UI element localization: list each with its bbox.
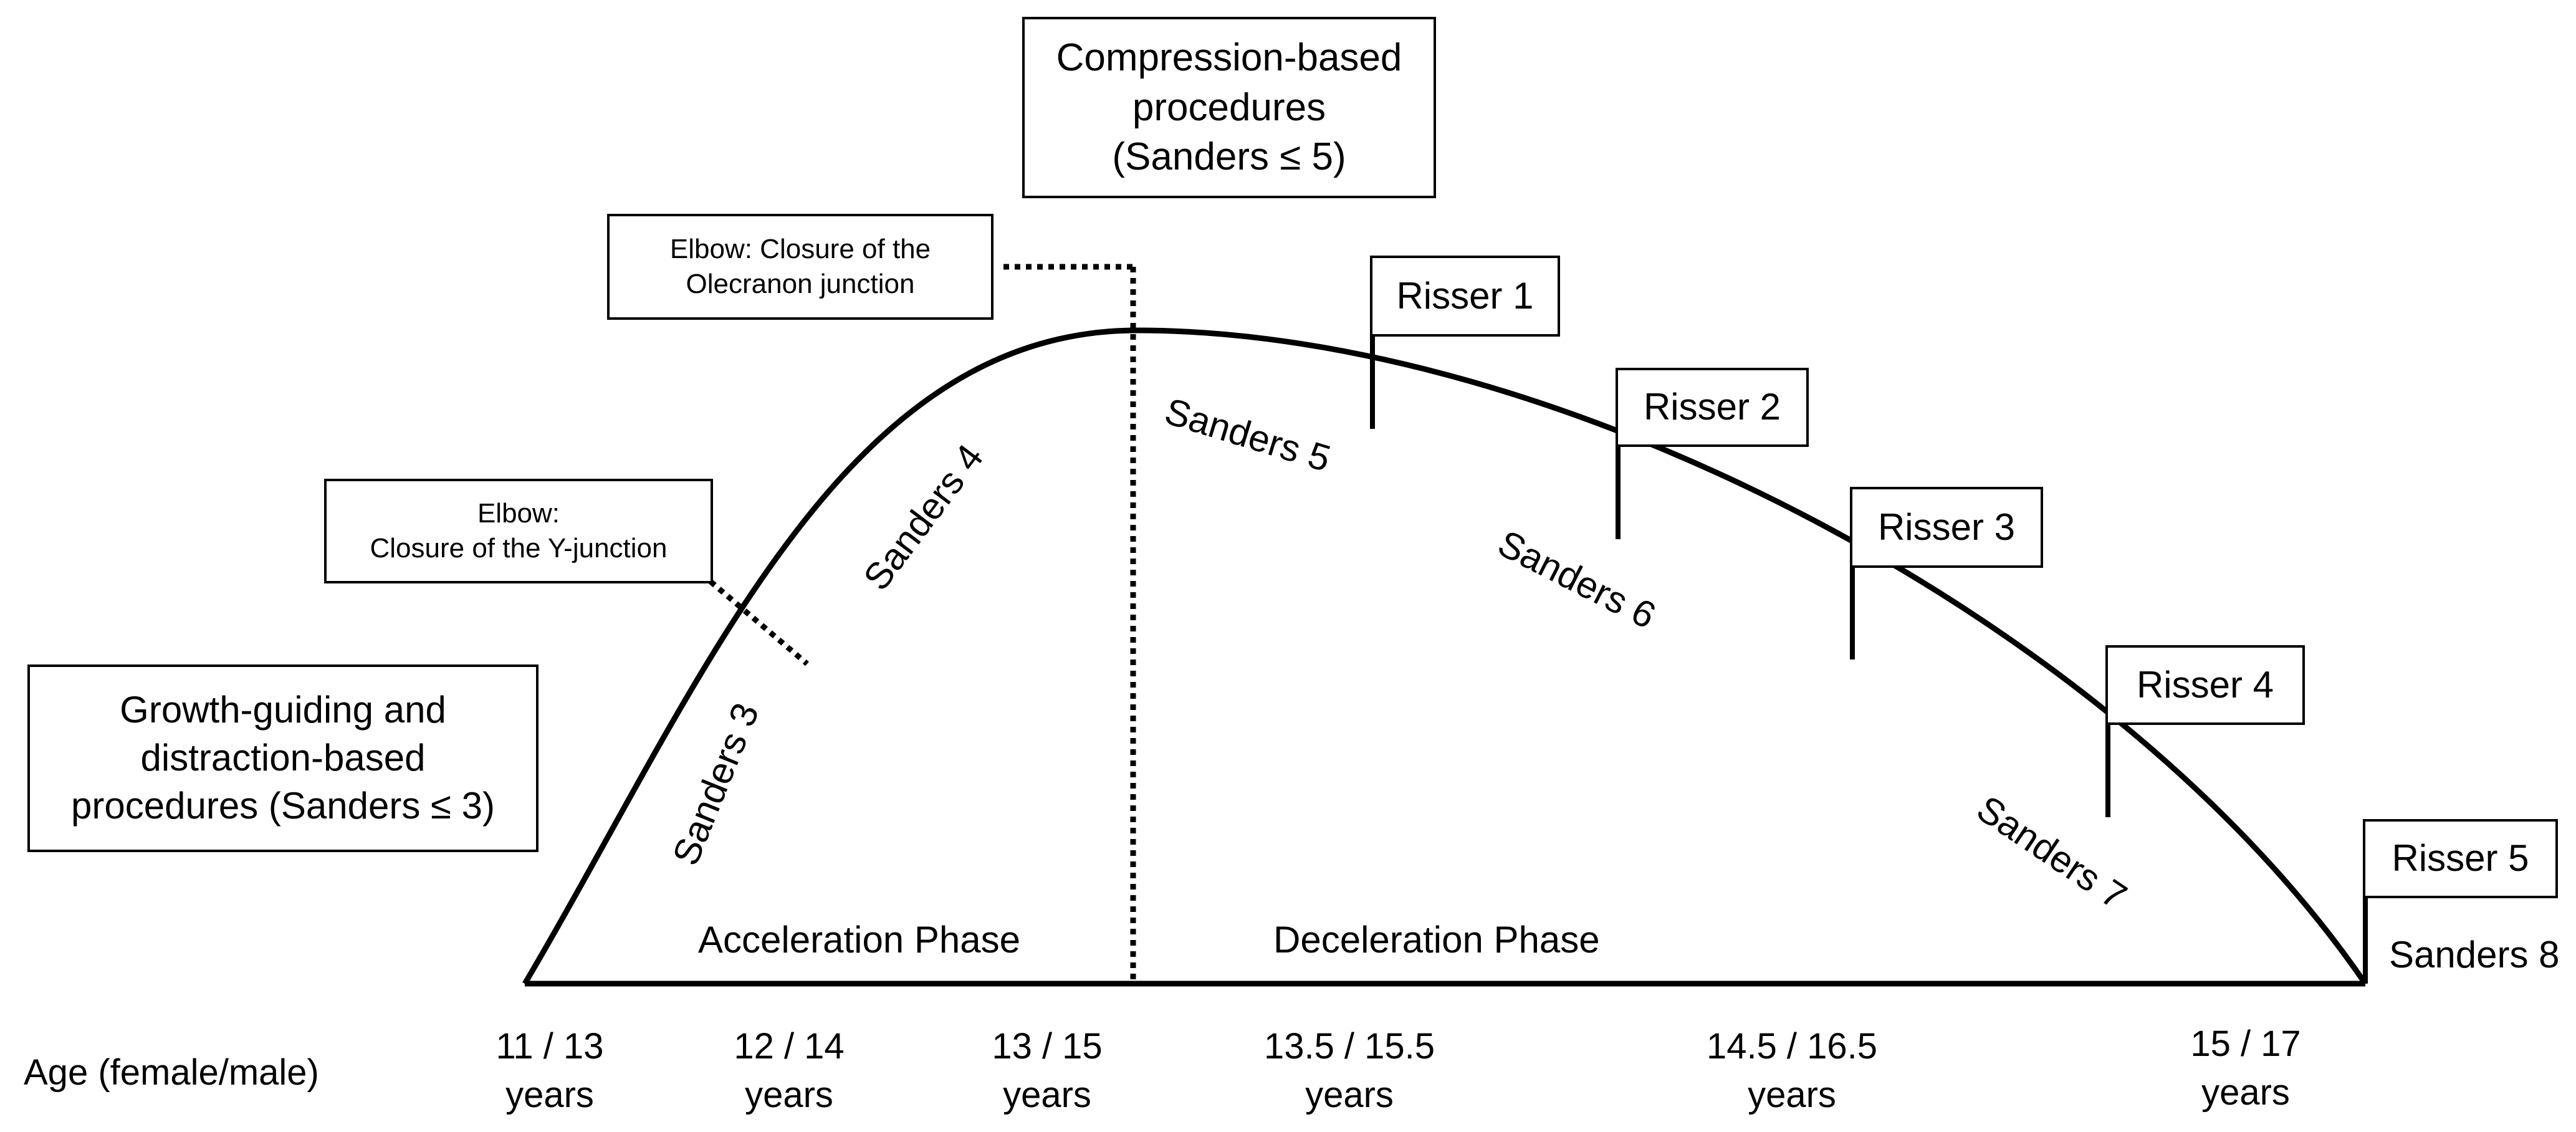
risser-4-label: Risser 4 <box>2136 663 2274 706</box>
risser-2-flag: Risser 2 <box>1616 368 1809 447</box>
age-tick-6-value: 15 / 17 <box>2190 1024 2301 1064</box>
age-tick-1-value: 11 / 13 <box>496 1026 604 1067</box>
age-tick-1-unit: years <box>505 1075 594 1116</box>
risser-5-label: Risser 5 <box>2392 837 2529 880</box>
elbow-y-junction-box: Elbow: Closure of the Y-junction <box>324 479 713 583</box>
age-tick-4: 13.5 / 15.5 years <box>1237 1022 1462 1120</box>
risser-2-label: Risser 2 <box>1643 386 1781 428</box>
age-tick-5-unit: years <box>1748 1075 1836 1116</box>
y-junction-line-2: Closure of the Y-junction <box>370 533 668 564</box>
age-tick-6: 15 / 17 years <box>2152 1020 2339 1118</box>
age-axis-label: Age (female/male) <box>24 1052 319 1093</box>
age-tick-2-unit: years <box>745 1075 833 1116</box>
risser-4-flag: Risser 4 <box>2105 645 2305 725</box>
age-tick-3-unit: years <box>1003 1075 1091 1116</box>
acceleration-phase-label: Acceleration Phase <box>698 919 1020 961</box>
growth-guiding-procedures-box: Growth-guiding and distraction-based pro… <box>27 664 539 852</box>
age-tick-6-unit: years <box>2201 1072 2290 1113</box>
age-tick-5-value: 14.5 / 16.5 <box>1706 1026 1878 1067</box>
olecranon-line-1: Elbow: Closure of the <box>669 233 931 264</box>
age-tick-4-value: 13.5 / 15.5 <box>1263 1026 1435 1067</box>
elbow-olecranon-box: Elbow: Closure of the Olecranon junction <box>607 214 994 320</box>
risser-3-flag: Risser 3 <box>1850 487 2043 568</box>
age-tick-2-value: 12 / 14 <box>734 1026 845 1067</box>
compression-line-2: procedures <box>1132 85 1326 129</box>
risser-5-flag: Risser 5 <box>2363 819 2558 898</box>
age-tick-3: 13 / 15 years <box>954 1022 1141 1120</box>
risser-3-label: Risser 3 <box>1877 506 2016 548</box>
age-tick-5: 14.5 / 16.5 years <box>1680 1022 1904 1120</box>
y-junction-connector-line <box>709 579 809 666</box>
age-tick-3-value: 13 / 15 <box>992 1026 1103 1067</box>
risser-1-flag: Risser 1 <box>1370 256 1560 337</box>
compression-procedures-box: Compression-based procedures (Sanders ≤ … <box>1022 17 1436 198</box>
compression-line-3: (Sanders ≤ 5) <box>1112 135 1346 179</box>
sanders-8-label: Sanders 8 <box>2389 934 2560 976</box>
growth-guiding-line-1: Growth-guiding and <box>120 689 446 731</box>
growth-curve <box>522 327 2368 986</box>
olecranon-line-2: Olecranon junction <box>686 269 915 299</box>
deceleration-phase-label: Deceleration Phase <box>1273 919 1600 961</box>
compression-line-1: Compression-based <box>1056 36 1402 80</box>
y-junction-line-1: Elbow: <box>477 497 560 529</box>
growth-guiding-line-2: distraction-based <box>140 737 426 779</box>
risser-1-label: Risser 1 <box>1396 274 1534 317</box>
age-tick-4-unit: years <box>1305 1075 1394 1116</box>
age-tick-1: 11 / 13 years <box>456 1022 643 1120</box>
growth-guiding-line-3: procedures (Sanders ≤ 3) <box>71 784 495 827</box>
age-tick-2: 12 / 14 years <box>696 1022 883 1120</box>
